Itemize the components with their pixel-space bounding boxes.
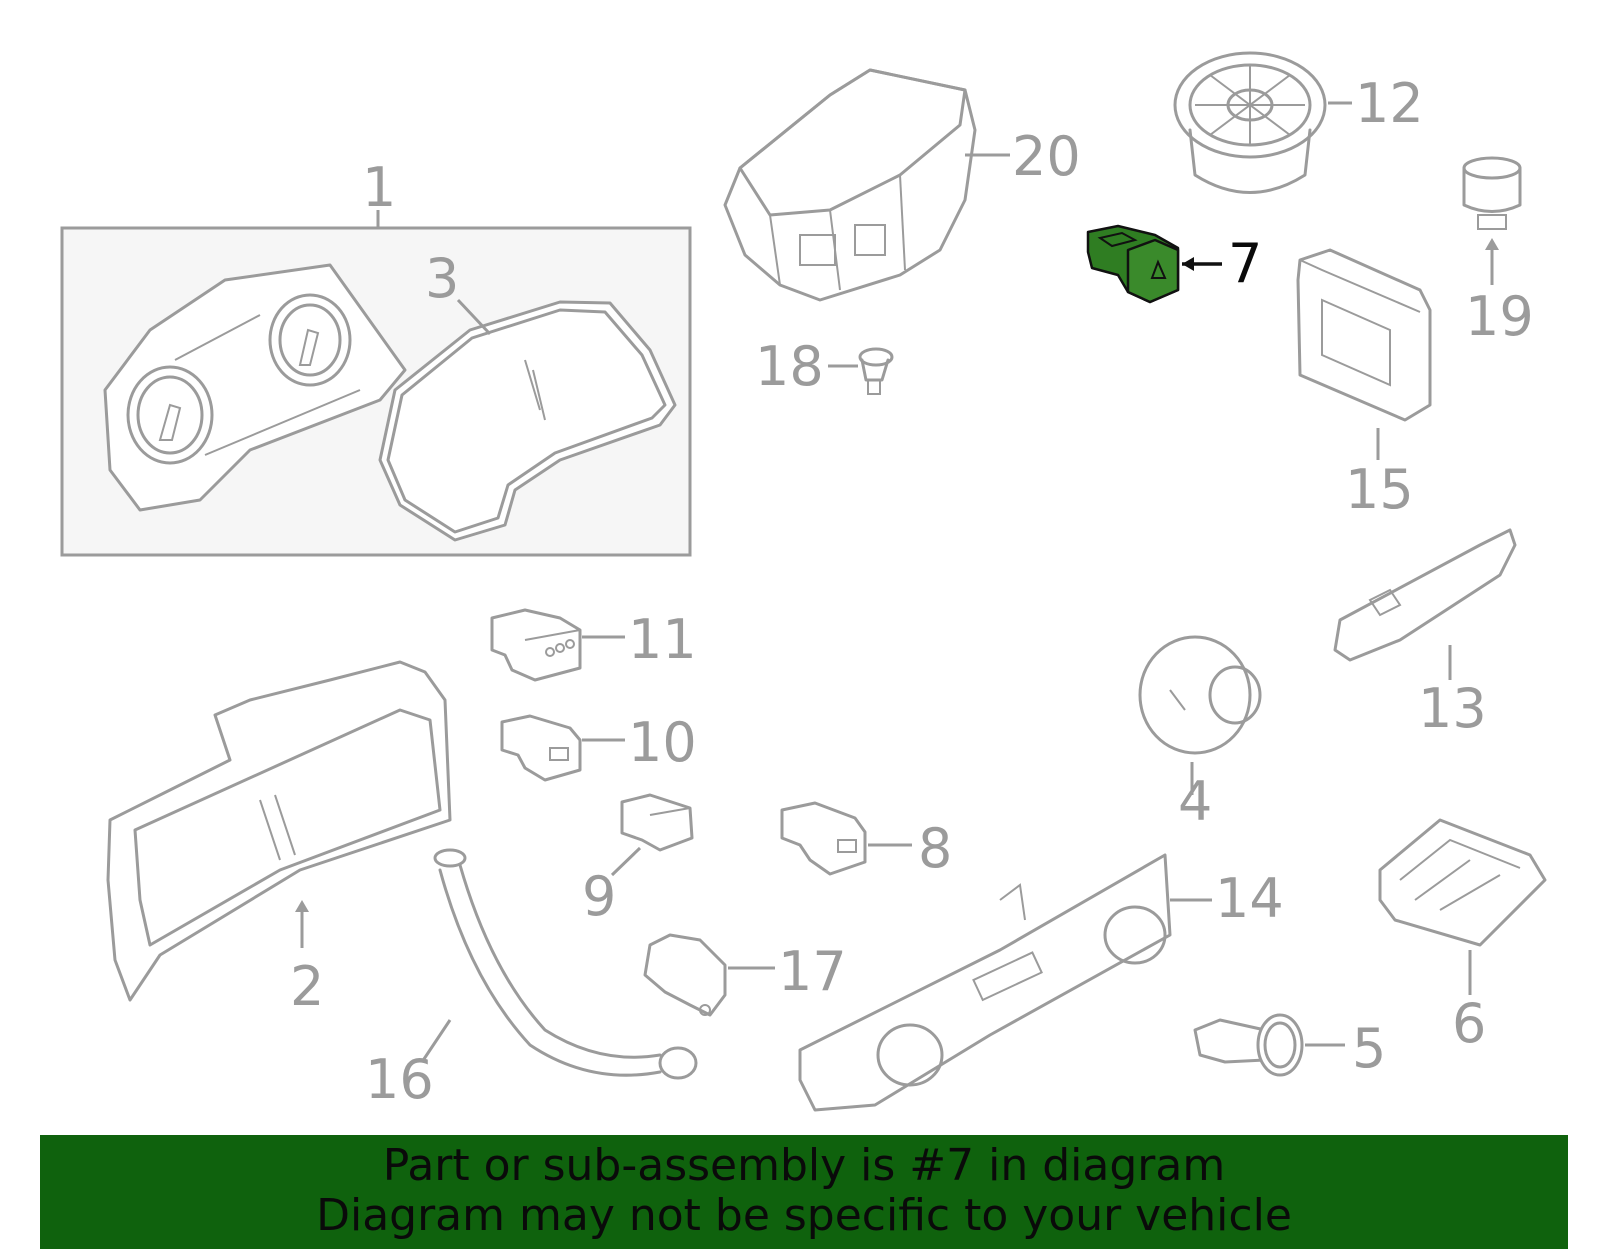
callout-17: 17 <box>778 940 847 1003</box>
info-banner: Part or sub-assembly is #7 in diagram Di… <box>40 1135 1568 1249</box>
callout-20: 20 <box>1012 125 1081 188</box>
part-10-switch <box>500 714 625 782</box>
callout-2: 2 <box>290 955 324 1018</box>
banner-line-1: Part or sub-assembly is #7 in diagram <box>382 1140 1226 1191</box>
callout-7: 7 <box>1228 232 1262 295</box>
callout-10: 10 <box>628 711 697 774</box>
callout-1: 1 <box>362 156 396 219</box>
callout-14: 14 <box>1215 867 1284 930</box>
callout-18: 18 <box>755 335 824 398</box>
part-19 <box>1462 156 1522 285</box>
part-12-speaker <box>1173 51 1352 194</box>
callout-3: 3 <box>425 247 459 310</box>
callout-15: 15 <box>1345 458 1414 521</box>
part-8-switch <box>780 801 912 876</box>
part-3-lens <box>378 298 677 542</box>
part-4-knob <box>1138 635 1262 795</box>
part-5-socket <box>1193 1013 1345 1077</box>
part-15-module <box>1296 248 1432 460</box>
part-13-bracket <box>1333 528 1517 680</box>
part-17-connector <box>643 933 775 1017</box>
part-16-cable <box>420 848 698 1080</box>
part-18-clip <box>828 347 894 395</box>
part-9-switch <box>610 793 694 877</box>
part-7-switch <box>1086 224 1222 304</box>
callout-6: 6 <box>1452 992 1486 1055</box>
callout-11: 11 <box>628 608 697 671</box>
callout-9: 9 <box>582 865 616 928</box>
callout-19: 19 <box>1465 285 1534 348</box>
part-6-connector-block <box>1378 818 1547 995</box>
callout-12: 12 <box>1355 72 1424 135</box>
callout-4: 4 <box>1178 770 1212 833</box>
part-20 <box>723 68 1010 302</box>
callout-5: 5 <box>1352 1017 1386 1080</box>
part-11-switch <box>490 608 625 682</box>
part-1-cluster-housing <box>103 263 407 512</box>
part-2-display-cluster <box>106 660 452 1002</box>
callout-13: 13 <box>1418 677 1487 740</box>
banner-line-2: Diagram may not be specific to your vehi… <box>316 1190 1292 1241</box>
callout-8: 8 <box>918 817 952 880</box>
part-14-control-panel <box>798 853 1212 1112</box>
callout-16: 16 <box>365 1048 434 1111</box>
